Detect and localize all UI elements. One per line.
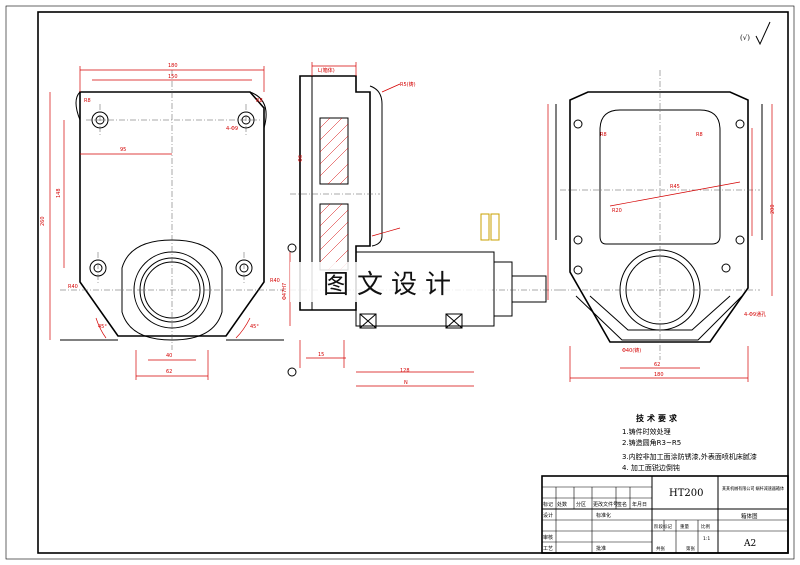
svg-text:4-Φ9通孔: 4-Φ9通孔 bbox=[744, 311, 766, 318]
svg-text:R45: R45 bbox=[670, 184, 680, 190]
svg-text:1:1: 1:1 bbox=[703, 536, 710, 542]
roughness-symbol-icon: (√) bbox=[740, 21, 771, 46]
svg-text:40: 40 bbox=[166, 353, 172, 359]
svg-text:工艺: 工艺 bbox=[543, 546, 553, 552]
watermark-text: 图文设计 bbox=[322, 269, 459, 300]
outer-border bbox=[5, 5, 795, 560]
svg-text:阶段标记: 阶段标记 bbox=[654, 523, 672, 530]
tech-requirements: 技术要求 1.铸件时效处理 2.铸造圆角R3~R5 3.内腔非加工面涂防锈漆,外… bbox=[622, 413, 757, 472]
svg-text:62: 62 bbox=[654, 362, 660, 368]
svg-text:148: 148 bbox=[56, 188, 62, 198]
inner-frame bbox=[37, 11, 789, 554]
svg-text:设计: 设计 bbox=[543, 512, 553, 519]
svg-text:R8: R8 bbox=[696, 132, 703, 138]
svg-text:第张: 第张 bbox=[686, 545, 695, 552]
svg-text:重量: 重量 bbox=[680, 523, 689, 530]
svg-text:95: 95 bbox=[120, 147, 126, 153]
sheet-size: A2 bbox=[743, 539, 756, 549]
svg-text:200: 200 bbox=[770, 204, 776, 214]
svg-text:L(箱体): L(箱体) bbox=[318, 67, 335, 74]
svg-text:62: 62 bbox=[166, 369, 172, 375]
tech-requirements-title: 技术要求 bbox=[636, 413, 680, 423]
part-name: 某某机械有限公司 蜗杆减速器箱体 bbox=[722, 485, 784, 492]
svg-text:(√): (√) bbox=[740, 34, 750, 42]
svg-text:R5(铸): R5(铸) bbox=[400, 81, 416, 88]
svg-text:签名: 签名 bbox=[617, 501, 627, 508]
watermark: 图文设计 bbox=[290, 262, 492, 302]
drawing-name: 箱体图 bbox=[741, 512, 758, 520]
svg-text:15: 15 bbox=[318, 352, 324, 358]
svg-text:R40: R40 bbox=[270, 278, 280, 284]
svg-text:标记: 标记 bbox=[543, 501, 553, 508]
svg-text:R20: R20 bbox=[612, 208, 622, 214]
svg-text:R8: R8 bbox=[600, 132, 607, 138]
svg-text:分区: 分区 bbox=[576, 501, 586, 508]
svg-text:审核: 审核 bbox=[543, 534, 553, 541]
tech-requirement-item: 3.内腔非加工面涂防锈漆,外表面喷机床腻漆 bbox=[622, 452, 757, 461]
svg-text:更改文件号: 更改文件号 bbox=[593, 501, 618, 508]
top-view: 180 62 R20 R45 4-Φ9通孔 Φ40(铸) 200 R8 R8 bbox=[547, 70, 776, 382]
svg-text:处数: 处数 bbox=[557, 501, 567, 508]
svg-text:Φ40(铸): Φ40(铸) bbox=[622, 347, 641, 354]
tech-requirement-item: 1.铸件时效处理 bbox=[622, 427, 671, 436]
svg-text:4-Φ9: 4-Φ9 bbox=[226, 126, 238, 132]
svg-text:R40: R40 bbox=[68, 284, 78, 290]
side-section-view: L(箱体) 128 N Φ47H7 R5(铸) Φ6 15 bbox=[282, 62, 560, 387]
svg-text:R8: R8 bbox=[256, 98, 263, 104]
material-label: HT200 bbox=[669, 488, 703, 499]
svg-text:Φ6: Φ6 bbox=[298, 155, 304, 162]
svg-text:128: 128 bbox=[400, 368, 410, 374]
svg-text:批准: 批准 bbox=[596, 545, 606, 552]
svg-text:R8: R8 bbox=[84, 98, 91, 104]
svg-text:180: 180 bbox=[168, 63, 178, 69]
svg-text:150: 150 bbox=[168, 74, 178, 80]
title-block: 标记 处数 分区 更改文件号 签名 年月日 设计 审核 工艺 标准化 批准 HT… bbox=[541, 475, 789, 554]
svg-text:比例: 比例 bbox=[701, 523, 710, 530]
svg-text:Φ47H7: Φ47H7 bbox=[282, 283, 288, 300]
front-view: 180 150 95 260 148 62 40 R8 R8 R40 R40 4… bbox=[40, 63, 284, 380]
tech-requirement-item: 4. 加工面锐边倒钝 bbox=[622, 463, 680, 472]
svg-text:45°: 45° bbox=[250, 324, 259, 330]
svg-text:共张: 共张 bbox=[656, 545, 665, 552]
svg-text:标准化: 标准化 bbox=[596, 512, 611, 519]
svg-text:N: N bbox=[404, 380, 408, 386]
svg-text:180: 180 bbox=[654, 372, 664, 378]
svg-text:260: 260 bbox=[40, 216, 46, 226]
svg-text:45°: 45° bbox=[98, 324, 107, 330]
tech-requirement-item: 2.铸造圆角R3~R5 bbox=[622, 438, 681, 447]
svg-text:年月日: 年月日 bbox=[632, 501, 647, 508]
